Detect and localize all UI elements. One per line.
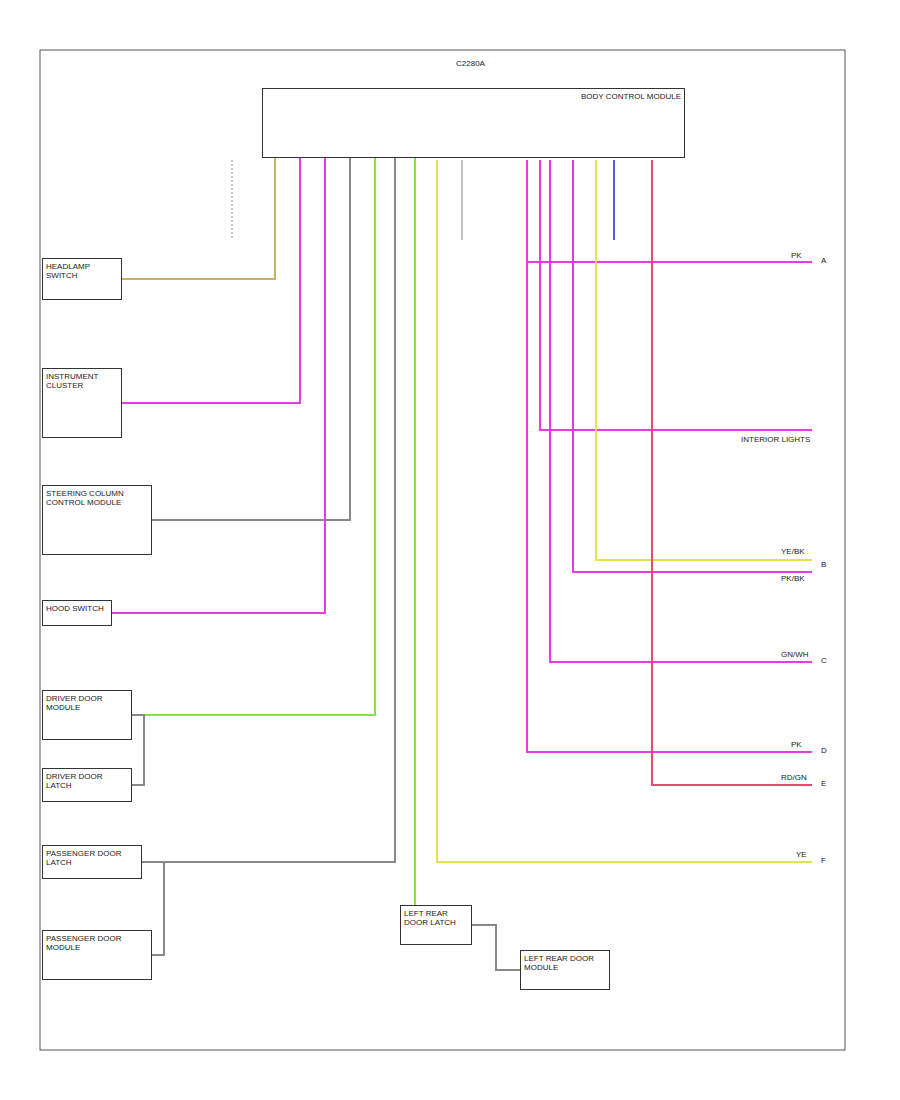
- wire-label: C2280A: [455, 60, 486, 69]
- control-module: BODY CONTROL MODULE: [262, 88, 685, 158]
- wire-label: PK: [790, 741, 803, 750]
- wire-connector: [132, 715, 144, 785]
- wire: [527, 262, 812, 752]
- wire-label: YE: [795, 851, 808, 860]
- latch-box: PASSENGER DOOR LATCH: [42, 845, 142, 879]
- wire: [540, 160, 812, 430]
- wire: [652, 160, 812, 785]
- wire: [613, 160, 615, 240]
- wire-label: RD/GN: [780, 774, 808, 783]
- node-label: PASSENGER DOOR LATCH: [46, 849, 138, 867]
- wire-connector: [152, 158, 350, 520]
- latch-box: LEFT REAR DOOR LATCH: [400, 905, 472, 945]
- wire-label: YE/BK: [780, 548, 806, 557]
- wire-connector: [414, 158, 416, 905]
- node-label: LEFT REAR DOOR LATCH: [404, 909, 468, 927]
- wire: [232, 160, 233, 240]
- switch-box: HOOD SWITCH: [42, 600, 112, 626]
- wire: [437, 160, 812, 862]
- connector-letter: F: [820, 857, 827, 866]
- wire: [527, 160, 812, 262]
- latch-box: DRIVER DOOR LATCH: [42, 768, 132, 802]
- wire-connector: [122, 158, 300, 403]
- connector-letter: B: [820, 561, 827, 570]
- module-box: LEFT REAR DOOR MODULE: [520, 950, 610, 990]
- node-label: INSTRUMENT CLUSTER: [46, 372, 118, 390]
- node-label: HOOD SWITCH: [46, 604, 108, 613]
- wire: [462, 160, 463, 240]
- connector-letter: D: [820, 747, 828, 756]
- switch-box: HEADLAMP SWITCH: [42, 258, 122, 300]
- node-label: PASSENGER DOOR MODULE: [46, 934, 148, 952]
- diagram-frame: [40, 50, 845, 1050]
- wire: [573, 160, 812, 572]
- wire-label: PK: [790, 252, 803, 261]
- node-label: HEADLAMP SWITCH: [46, 262, 118, 280]
- node-label: LEFT REAR DOOR MODULE: [524, 954, 606, 972]
- right-wires: [232, 160, 812, 862]
- node-label: STEERING COLUMN CONTROL MODULE: [46, 489, 148, 507]
- node-label: DRIVER DOOR MODULE: [46, 694, 128, 712]
- wire: [550, 160, 812, 662]
- wire-connector: [142, 158, 395, 862]
- cluster-box: INSTRUMENT CLUSTER: [42, 368, 122, 438]
- wire-label: PK/BK: [780, 575, 806, 584]
- wire: [596, 160, 812, 560]
- connector-letter: E: [820, 780, 827, 789]
- module-box: STEERING COLUMN CONTROL MODULE: [42, 485, 152, 555]
- module-box: PASSENGER DOOR MODULE: [42, 930, 152, 980]
- connector-letter: C: [820, 657, 828, 666]
- module-box: DRIVER DOOR MODULE: [42, 690, 132, 740]
- wire-connector: [472, 925, 520, 970]
- wire-label: GN/WH: [780, 651, 810, 660]
- wire-label: INTERIOR LIGHTS: [740, 436, 811, 445]
- wire-connector: [132, 158, 375, 715]
- wire-connector: [122, 158, 275, 279]
- connector-letter: A: [820, 257, 827, 266]
- node-label: BODY CONTROL MODULE: [266, 92, 681, 101]
- node-label: DRIVER DOOR LATCH: [46, 772, 128, 790]
